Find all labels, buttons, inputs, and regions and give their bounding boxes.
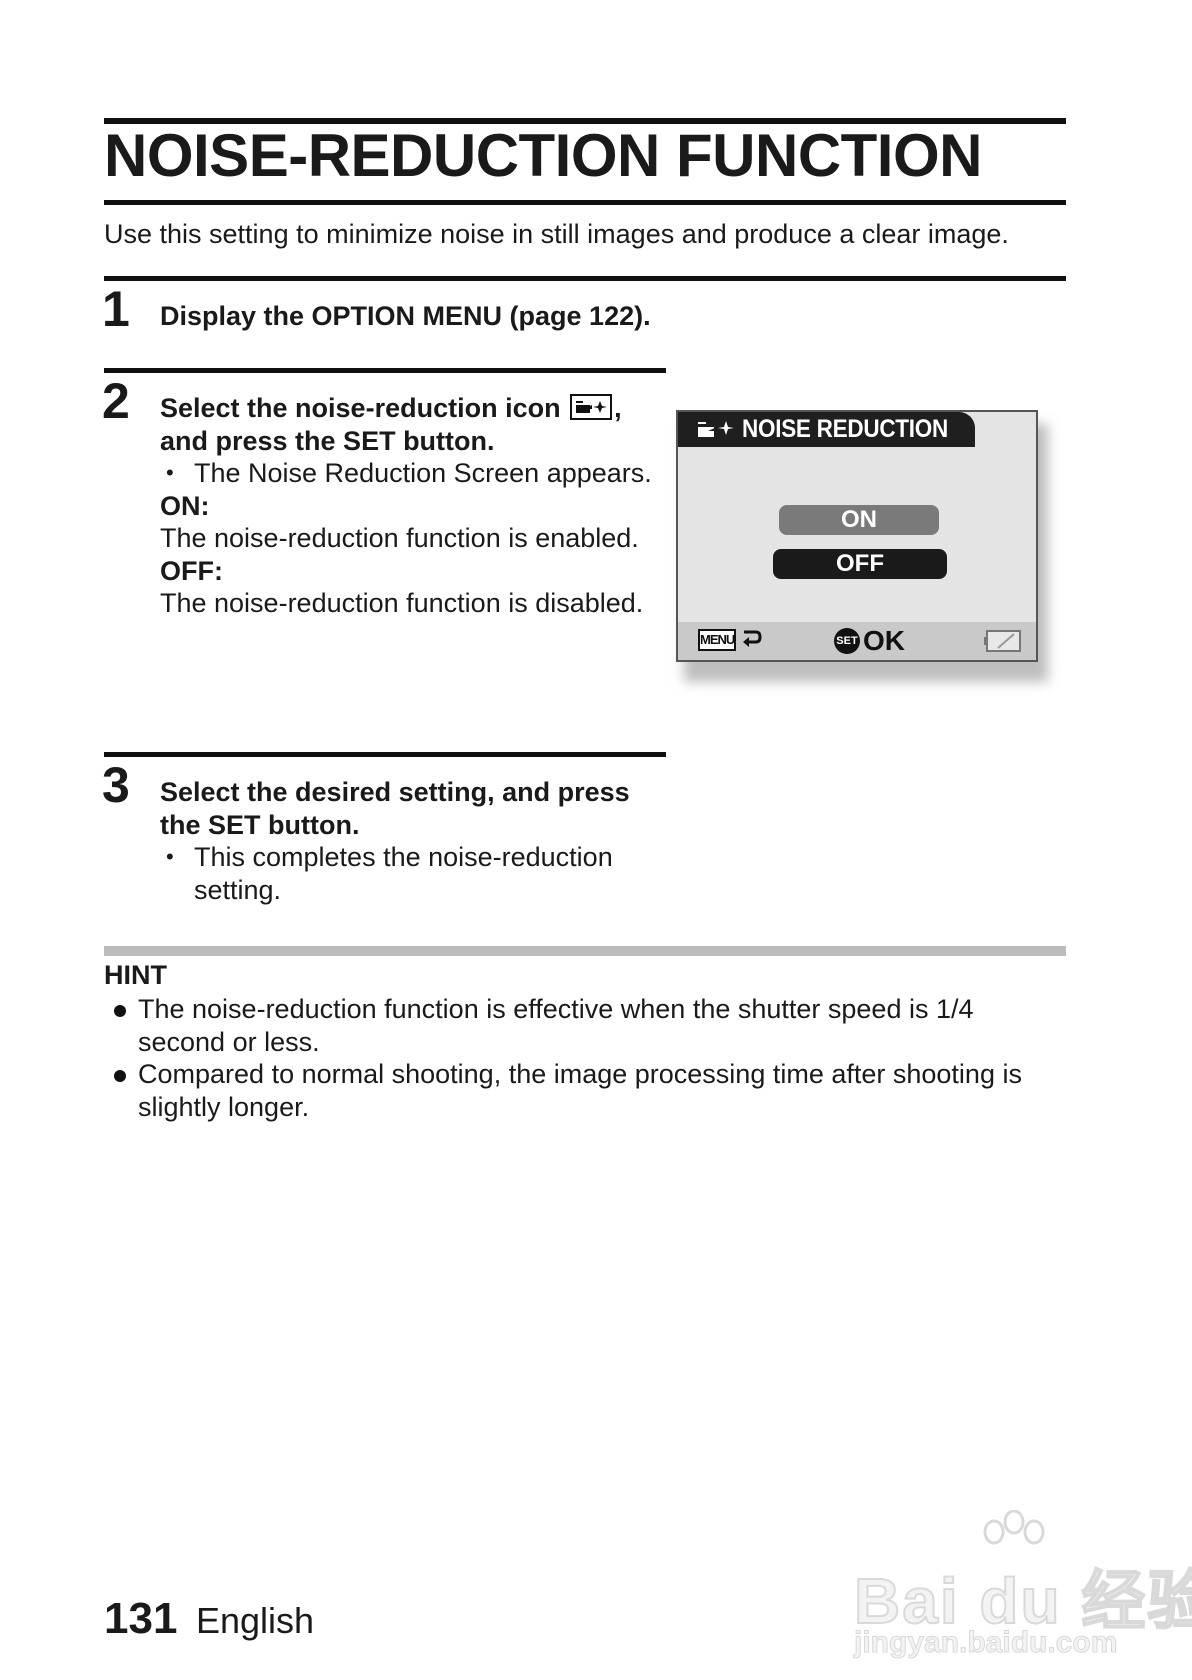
step2-bullet-text: The Noise Reduction Screen appears. [194, 458, 652, 488]
title-bottom-rule [104, 200, 1066, 205]
paw-icon [983, 1510, 1045, 1545]
hint-rule [104, 946, 1066, 956]
camera-screen-title: NOISE REDUCTION [742, 415, 948, 443]
noise-reduction-icon [696, 417, 736, 446]
hint-bullet-dot [114, 1070, 126, 1082]
on-label: ON: [160, 490, 210, 521]
on-description: The noise-reduction function is enabled. [160, 523, 639, 553]
step3-bullet-text: This completes the noise-reduction setti… [194, 842, 613, 905]
hint-title: HINT [104, 960, 167, 990]
watermark-text: Bai du 经验 [853, 1564, 1192, 1638]
step2-instruction-part1: Select the noise-reduction icon [160, 393, 561, 423]
option-off-selected[interactable]: OFF [773, 549, 947, 579]
hint-item: Compared to normal shooting, the image p… [104, 1058, 1066, 1123]
battery-icon [984, 630, 1022, 657]
page-title: NOISE-REDUCTION FUNCTION [104, 122, 982, 189]
menu-icon: MENU [698, 629, 736, 651]
camera-screen: NOISE REDUCTION ON OFF MENU SET OK [676, 410, 1038, 662]
off-label: OFF: [160, 555, 223, 586]
intro-text: Use this setting to minimize noise in st… [104, 219, 1009, 249]
hint-item-text: The noise-reduction function is effectiv… [138, 994, 974, 1057]
step3-rule [104, 752, 666, 757]
step2-rule [104, 368, 666, 373]
step1-text: Display the OPTION MENU (page 122). [160, 300, 780, 333]
title-top-rule [104, 118, 1066, 124]
step2-bullet: • The Noise Reduction Screen appears. [160, 457, 660, 490]
option-on[interactable]: ON [779, 505, 939, 535]
step1-rule [104, 276, 1066, 281]
hint-item: The noise-reduction function is effectiv… [104, 993, 1066, 1058]
step2-number: 2 [102, 373, 130, 429]
baidu-watermark: Bai du 经验 jingyan.baidu.com [853, 1510, 1192, 1660]
step3-bullet: • This completes the noise-reduction set… [160, 841, 650, 906]
return-icon [740, 628, 762, 657]
bullet-dot: • [166, 460, 174, 485]
step2-instruction: Select the noise-reduction icon , and pr… [160, 392, 660, 457]
hint-list: The noise-reduction function is effectiv… [104, 993, 1066, 1123]
step1-number: 1 [102, 281, 130, 337]
step1-instruction: Display the OPTION MENU (page 122). [160, 301, 651, 331]
step3-number: 3 [102, 757, 130, 813]
bullet-dot: • [166, 844, 174, 869]
step3-instruction: Select the desired setting, and press th… [160, 777, 630, 840]
ok-label: OK [863, 625, 905, 656]
step2-instruction-comma: , [614, 393, 622, 423]
page-number: 131 [104, 1594, 178, 1643]
set-button-icon: SET [834, 628, 860, 654]
watermark-url: jingyan.baidu.com [853, 1626, 1118, 1660]
step2-instruction-part2: and press the SET button. [160, 425, 495, 456]
noise-reduction-icon [570, 394, 613, 420]
off-description: The noise-reduction function is disabled… [160, 588, 644, 618]
step3-text: Select the desired setting, and press th… [160, 776, 650, 906]
camera-screen-header: NOISE REDUCTION [678, 412, 975, 447]
hint-item-text: Compared to normal shooting, the image p… [138, 1059, 1022, 1122]
page-language: English [196, 1600, 315, 1641]
step2-text: Select the noise-reduction icon , and pr… [160, 392, 660, 620]
camera-screen-footer: MENU SET OK [678, 622, 1036, 660]
hint-bullet-dot [114, 1005, 126, 1017]
